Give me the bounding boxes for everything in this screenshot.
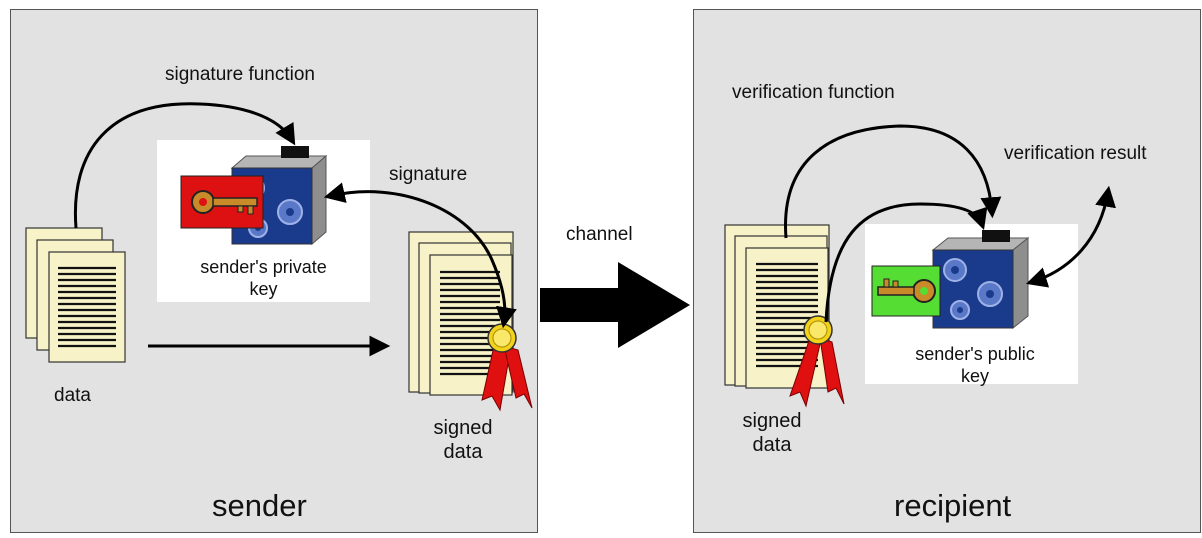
data-label: data [54,385,91,406]
sender-seal-icon [481,323,533,412]
recipient-signed-line2: data [752,434,792,456]
public-key-label-line2: key [960,366,989,386]
private-key-label-line1: sender's private [200,257,327,277]
private-key-label-line2: key [249,279,278,299]
verification-function-label: verification function [732,82,895,103]
verification-result-arrow [1025,185,1116,288]
public-key-label: sender's public key [880,343,1070,387]
sender-signed-line2: data [443,441,483,463]
verification-result-label: verification result [1004,143,1147,164]
sender-signed-line1: signed [433,417,493,439]
signature-function-label: signature function [165,64,315,85]
data-to-signature-arrow [73,102,296,229]
sender-signed-data-label: signed data [413,416,513,464]
seal-to-verification-arrow [824,202,988,323]
signature-arrow [323,182,517,329]
verification-machine-icon [931,230,1030,330]
signature-label: signature [389,164,468,185]
public-key-icon [871,265,941,317]
data-document-stack-icon [25,227,126,363]
recipient-signed-data-label: signed data [722,409,822,457]
recipient-seal-icon [789,315,845,408]
signed-data-to-verification-arrow [784,124,1002,239]
private-key-icon [180,175,264,229]
channel-label: channel [566,224,633,245]
private-key-label: sender's private key [157,256,370,300]
recipient-signed-line1: signed [742,410,802,432]
sender-title: sender [212,488,307,523]
channel-arrow-icon [540,262,690,348]
public-key-label-line1: sender's public [915,344,1035,364]
recipient-title: recipient [894,488,1012,523]
